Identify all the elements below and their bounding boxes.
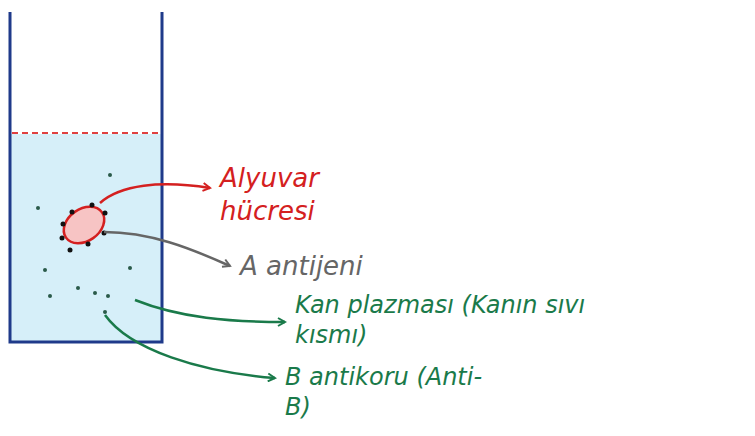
antibody-label: B antikoru (Anti-B) [285, 362, 485, 422]
cell-label: Alyuvar hücresi [220, 162, 370, 227]
leader-arrow [104, 232, 230, 266]
plasma-label: Kan plazması (Kanın sıvı kısmı) [295, 290, 635, 350]
antigen-label: A antijeni [240, 250, 440, 283]
leader-arrow [105, 315, 275, 378]
plasma-fill [11, 134, 161, 341]
liquid-surface [12, 132, 158, 134]
beaker-outline [10, 12, 162, 342]
leader-arrow [135, 300, 285, 322]
b-antibody-dots [36, 173, 132, 314]
leader-arrow [100, 184, 210, 203]
red-blood-cell [57, 199, 111, 250]
a-antigen-dots [60, 203, 108, 253]
